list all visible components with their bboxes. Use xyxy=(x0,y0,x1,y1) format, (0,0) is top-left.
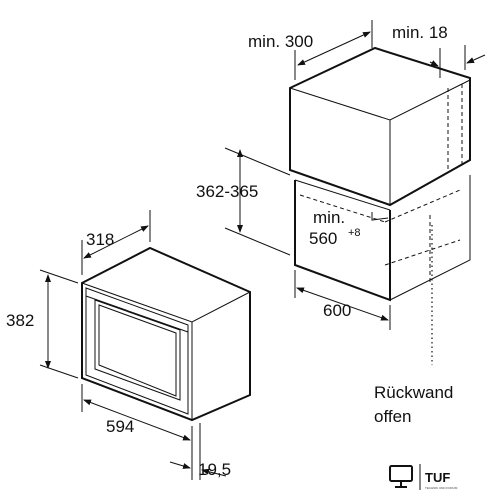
appliance-height-label: 382 xyxy=(6,311,34,330)
appliance-width-label: 594 xyxy=(106,417,134,436)
logo-tagline: TECHNIK UND FORUM xyxy=(425,486,458,490)
niche-min-depth-tolerance: +8 xyxy=(348,227,361,239)
appliance-height-dimension: 382 xyxy=(6,269,79,379)
installation-niche xyxy=(289,46,471,365)
rear-wall-label-1: Rückwand xyxy=(374,383,453,402)
appliance-depth-label: 318 xyxy=(86,230,114,249)
niche-depth-dimension: min. 560 +8 xyxy=(309,208,361,248)
niche-min-depth-label-1: min. xyxy=(313,208,345,227)
tuf-logo: TUF TECHNIK UND FORUM xyxy=(389,464,458,490)
niche-bottom-width-dimension: 600 xyxy=(294,270,391,330)
niche-width-dimension: min. 300 xyxy=(248,20,373,80)
logo-name: TUF xyxy=(425,470,450,485)
rear-wall-label-2: offen xyxy=(374,407,412,426)
appliance-depth-dimension: 318 xyxy=(81,210,151,275)
appliance-panel-dimension: 19,5 xyxy=(169,423,231,480)
niche-height-dimension: 362-365 xyxy=(196,147,291,256)
niche-min-width-label: min. 300 xyxy=(248,32,313,51)
niche-width-label: 600 xyxy=(323,301,351,320)
niche-gap-dimension: min. 18 xyxy=(392,23,486,78)
monitor-icon xyxy=(389,465,413,488)
appliance xyxy=(81,246,251,422)
niche-min-gap-label: min. 18 xyxy=(392,23,448,42)
rear-wall-note: Rückwand offen xyxy=(374,383,453,426)
appliance-panel-label: 19,5 xyxy=(198,460,231,479)
niche-min-depth-label-2: 560 xyxy=(309,229,337,248)
niche-height-label: 362-365 xyxy=(196,182,258,201)
